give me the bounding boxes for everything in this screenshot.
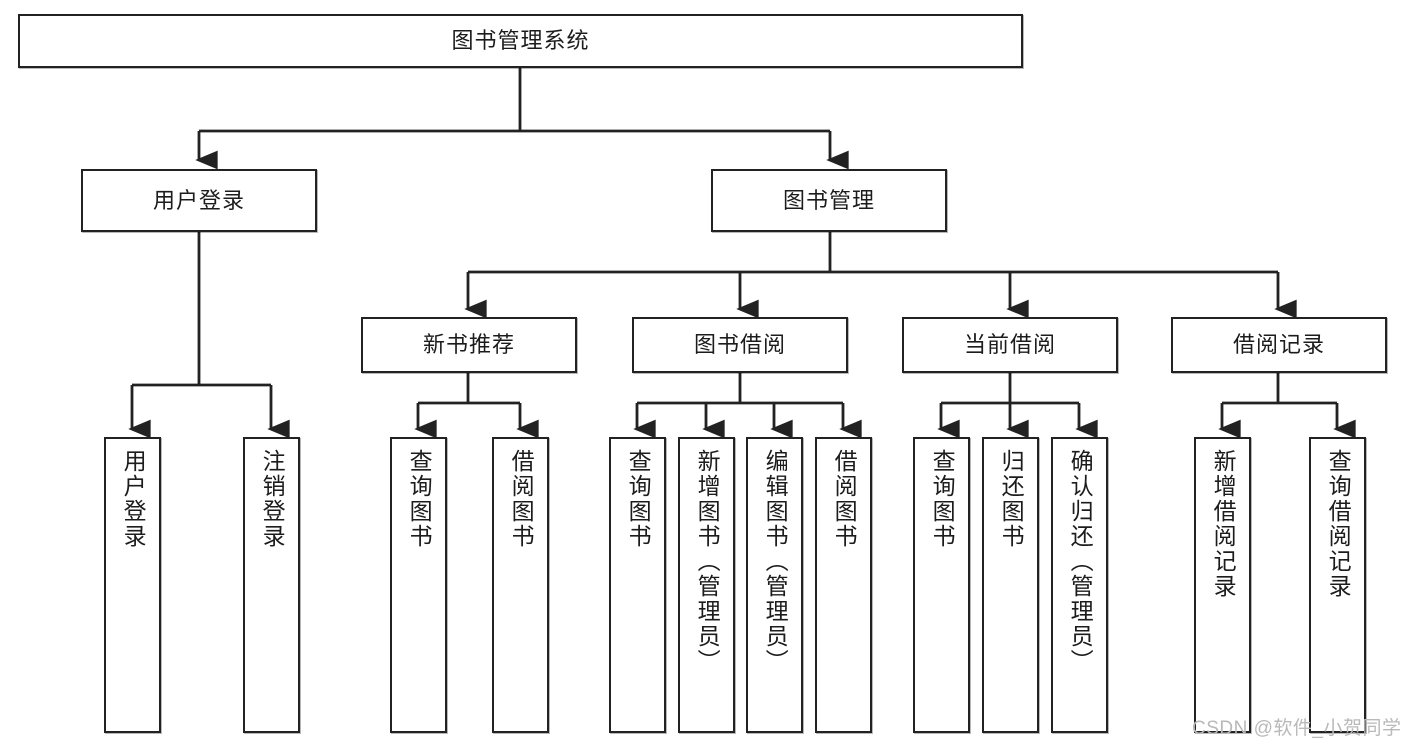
node-label: 确认归还（管理员） [1067,449,1094,674]
node-user-login[interactable]: 用户登录 [81,169,317,232]
leaf-record-query-record[interactable]: 查询借阅记录 [1309,437,1366,733]
node-label: 查询借阅记录 [1325,449,1352,599]
leaf-current-confirm-return-admin[interactable]: 确认归还（管理员） [1051,437,1108,733]
leaf-user-login-login[interactable]: 用户登录 [104,437,161,733]
leaf-borrow-query-book[interactable]: 查询图书 [609,437,666,733]
node-borrow-record[interactable]: 借阅记录 [1171,317,1387,373]
node-label: 注销登录 [259,449,286,549]
node-label: 借阅图书 [831,449,858,549]
node-label: 借阅图书 [508,449,535,549]
leaf-borrow-add-book-admin[interactable]: 新增图书（管理员） [678,437,735,733]
node-label: 新书推荐 [422,332,515,358]
node-book-management[interactable]: 图书管理 [711,169,947,232]
node-label: 新增借阅记录 [1210,449,1237,599]
node-label: 用户登录 [120,449,147,549]
node-root-book-management-system[interactable]: 图书管理系统 [18,14,1023,68]
leaf-current-query-book[interactable]: 查询图书 [913,437,970,733]
node-label: 图书管理 [782,187,875,213]
leaf-record-add-record[interactable]: 新增借阅记录 [1194,437,1251,733]
leaf-borrow-lend-book[interactable]: 借阅图书 [815,437,872,733]
node-label: 当前借阅 [963,332,1056,358]
leaf-current-return-book[interactable]: 归还图书 [982,437,1039,733]
leaf-user-login-logout[interactable]: 注销登录 [243,437,300,733]
node-label: 用户登录 [152,187,245,213]
leaf-borrow-edit-book-admin[interactable]: 编辑图书（管理员） [746,437,803,733]
node-label: 图书借阅 [693,332,786,358]
node-label: 归还图书 [998,449,1025,549]
node-label: 查询图书 [625,449,652,549]
leaf-new-book-query-book[interactable]: 查询图书 [390,437,447,733]
node-label: 新增图书（管理员） [694,449,721,674]
node-label: 查询图书 [406,449,433,549]
node-label: 借阅记录 [1232,332,1325,358]
node-book-borrow[interactable]: 图书借阅 [632,317,848,373]
node-label: 编辑图书（管理员） [762,449,789,674]
csdn-watermark: CSDN @软件_小贺同学 [1192,718,1402,739]
node-label: 图书管理系统 [451,28,590,54]
leaf-new-book-borrow-book[interactable]: 借阅图书 [492,437,549,733]
node-new-book-recommend[interactable]: 新书推荐 [361,317,577,373]
node-current-borrow[interactable]: 当前借阅 [902,317,1118,373]
node-label: 查询图书 [929,449,956,549]
